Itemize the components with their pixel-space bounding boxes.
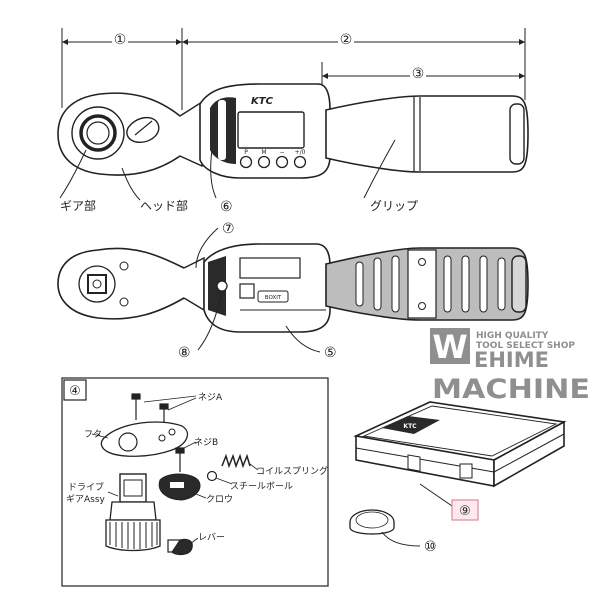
coil-spring: [221, 453, 251, 469]
grip-plate-screw-bottom: [418, 302, 426, 310]
label-5: ⑤: [324, 345, 337, 361]
storage-case: KTC: [353, 401, 567, 488]
label-pawl: クロウ: [206, 494, 233, 505]
label-7: ⑦: [222, 221, 235, 237]
lever: [167, 538, 193, 556]
wrench-back-view: BOXIT: [57, 243, 529, 333]
exploded-view-number: ④: [69, 384, 81, 399]
grip-end-cap: [509, 103, 525, 165]
watermark-logo-letter: W: [432, 328, 467, 366]
ratchet-lever-slot: [126, 117, 160, 143]
label-drive-gear-2: ギアAssy: [66, 494, 106, 505]
button-minus: [275, 155, 289, 169]
back-window: [239, 257, 301, 279]
battery-cover: [239, 283, 255, 299]
screw-a-pair: [131, 393, 169, 428]
back-screw-top: [119, 261, 129, 271]
watermark-logo-box: [430, 328, 470, 364]
watermark-line-a: HIGH QUALITY: [476, 331, 549, 341]
lower-leader-lines: [195, 227, 321, 353]
label-steel-ball: スチールボール: [230, 481, 293, 492]
exploded-view-number-box: [63, 379, 87, 401]
case-number-highlight: [451, 499, 479, 521]
exploded-view-panel: ④ ネジA フタ ネジB コイルスプリング: [61, 377, 329, 587]
dimension-1-label: ①: [114, 32, 127, 48]
grip-grooves: [355, 255, 506, 313]
case-brand: KTC: [403, 423, 417, 430]
button-p-label: P: [244, 149, 248, 156]
wrench-front-view: KTC P M − +/0: [57, 83, 529, 179]
label-screw-a: ネジA: [198, 392, 223, 403]
label-screw-b: ネジB: [194, 437, 218, 448]
back-badge-text: BOXIT: [265, 295, 282, 301]
watermark-word-1: EHIME: [474, 348, 549, 372]
brand-logo-front: KTC: [251, 96, 274, 107]
button-minus-label: −: [279, 149, 284, 156]
label-gear: ギア部: [60, 198, 96, 213]
part-10-disc: [349, 509, 395, 535]
label-lever: レバー: [198, 532, 225, 543]
button-m: [257, 155, 271, 169]
watermark-line-b: TOOL SELECT SHOP: [476, 341, 575, 351]
case-label-plate: [382, 416, 440, 434]
label-8: ⑧: [178, 345, 191, 361]
button-m-label: M: [261, 149, 266, 156]
dimension-arrowheads: [62, 39, 525, 79]
label-cover: フタ: [84, 429, 102, 440]
label-grip: グリップ: [370, 199, 418, 213]
button-row: P M − +/0: [239, 149, 307, 169]
ehime-machine-watermark: W HIGH QUALITY TOOL SELECT SHOP EHIME MA…: [430, 328, 590, 405]
button-p: [239, 155, 253, 169]
dimension-3-label: ③: [412, 66, 425, 82]
label-head: ヘッド部: [140, 198, 188, 213]
back-grip-end-cap: [511, 255, 527, 313]
label-coil-spring: コイルスプリング: [256, 465, 328, 477]
back-button: [216, 280, 228, 292]
grip-plate-screw-top: [418, 258, 426, 266]
drive-gear-assembly: [105, 473, 161, 552]
back-badge: [257, 290, 289, 303]
button-plus-zero: [293, 155, 307, 169]
label-drive-gear-1: ドライブ: [68, 481, 104, 493]
grip-outline: [325, 95, 529, 173]
lcd-screen-front: [237, 111, 305, 149]
label-6: ⑥: [220, 199, 233, 215]
back-screw-bottom: [119, 297, 129, 307]
label-10: ⑩: [424, 539, 437, 555]
steel-ball: [206, 470, 218, 482]
label-9: ⑨: [459, 504, 471, 519]
upper-leader-lines: [59, 139, 396, 201]
case-side-right: [493, 420, 565, 488]
dimension-2-label: ②: [340, 32, 353, 48]
watermark-word-2: MACHINE: [432, 374, 590, 405]
screw-b: [175, 447, 185, 472]
button-plus-zero-label: +/0: [295, 149, 306, 156]
